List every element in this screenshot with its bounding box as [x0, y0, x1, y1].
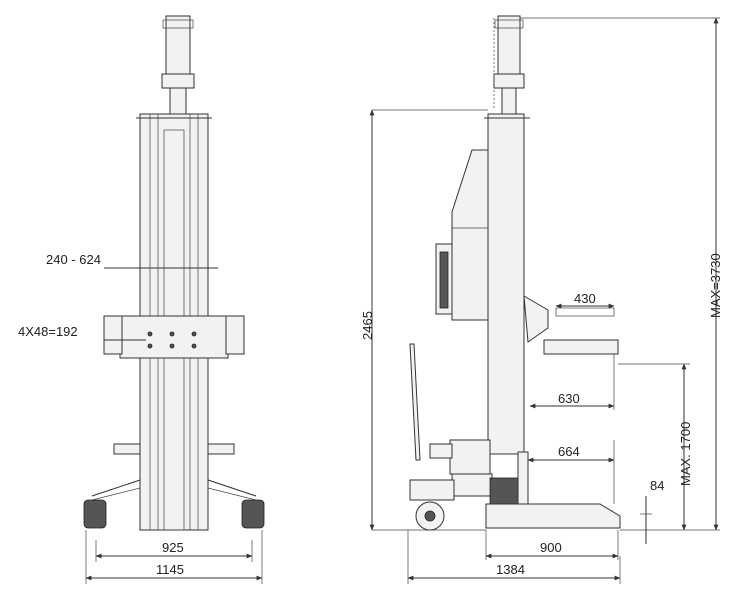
side-mast [487, 113, 525, 455]
side-dim-base-length: 900 [540, 540, 562, 555]
front-right-wheel [241, 499, 265, 529]
side-dim-fork-reach: 630 [558, 391, 580, 406]
front-top-cylinder [165, 15, 191, 75]
front-left-wheel [83, 499, 107, 529]
front-dim-adjust-range: 240 - 624 [46, 252, 101, 267]
front-dim-inner-width: 925 [162, 540, 184, 555]
front-dim-outer-width: 1145 [156, 562, 184, 577]
side-dim-total-length: 1384 [496, 562, 525, 577]
side-dim-base-height: 84 [650, 478, 664, 493]
front-view: 240 - 624 4X48=192 925 1145 [18, 15, 265, 584]
side-view: 2465 MAX=3730 MAX. 1700 430 630 664 84 9… [360, 15, 723, 584]
front-dim-holes: 4X48=192 [18, 324, 78, 339]
side-base [485, 503, 621, 529]
side-dim-fork-width: 430 [574, 291, 596, 306]
side-motor-cover [451, 149, 489, 321]
side-dim-height: 2465 [360, 311, 375, 340]
side-handle [409, 343, 421, 461]
side-dim-max-lift: MAX. 1700 [678, 422, 693, 486]
side-top-cylinder [497, 15, 521, 75]
front-carriage [119, 315, 229, 359]
side-fork [543, 339, 619, 355]
side-dim-max-height: MAX=3730 [708, 253, 723, 318]
side-dim-fork-base: 664 [558, 444, 580, 459]
